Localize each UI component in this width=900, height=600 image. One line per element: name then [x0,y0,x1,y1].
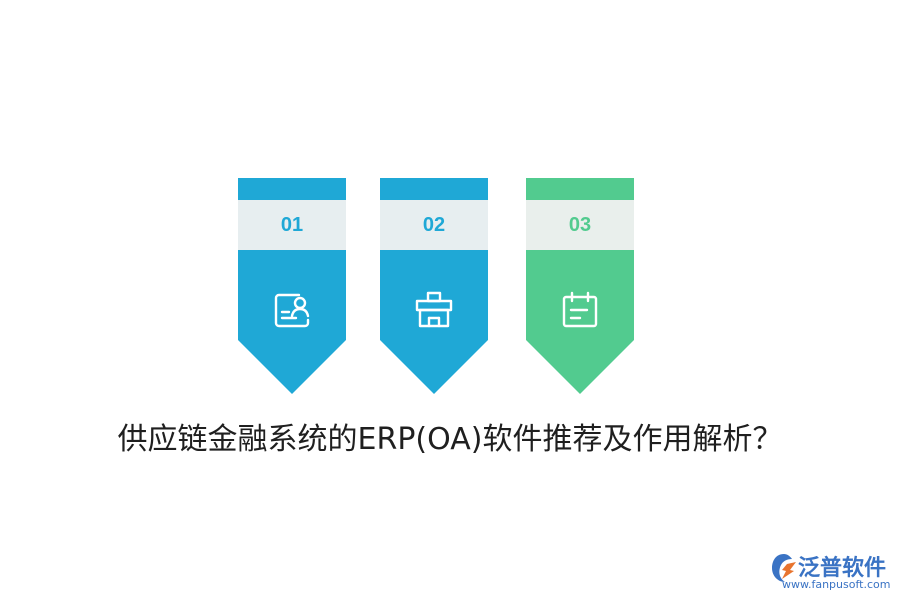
step-badge-02: 02 [380,178,488,395]
badge-shape [238,178,346,394]
fanpu-logo-mark-icon [770,552,798,584]
badge-shape [380,178,488,394]
step-number: 02 [422,214,446,236]
gift-box-icon [414,290,454,330]
step-number: 01 [280,214,304,236]
page-title: 供应链金融系统的ERP(OA)软件推荐及作用解析？ [117,422,783,457]
step-badge-03: 03 [526,178,634,395]
contact-card-icon [272,290,312,330]
brand-name: 泛普软件 [798,556,887,581]
calendar-note-icon [560,290,600,330]
step-badge-01: 01 [238,178,346,395]
badge-shape [526,178,634,394]
brand-logo: 泛普软件 www.fanpusoft.com [770,550,898,596]
brand-url: www.fanpusoft.com [782,578,891,591]
step-number: 03 [568,214,592,236]
